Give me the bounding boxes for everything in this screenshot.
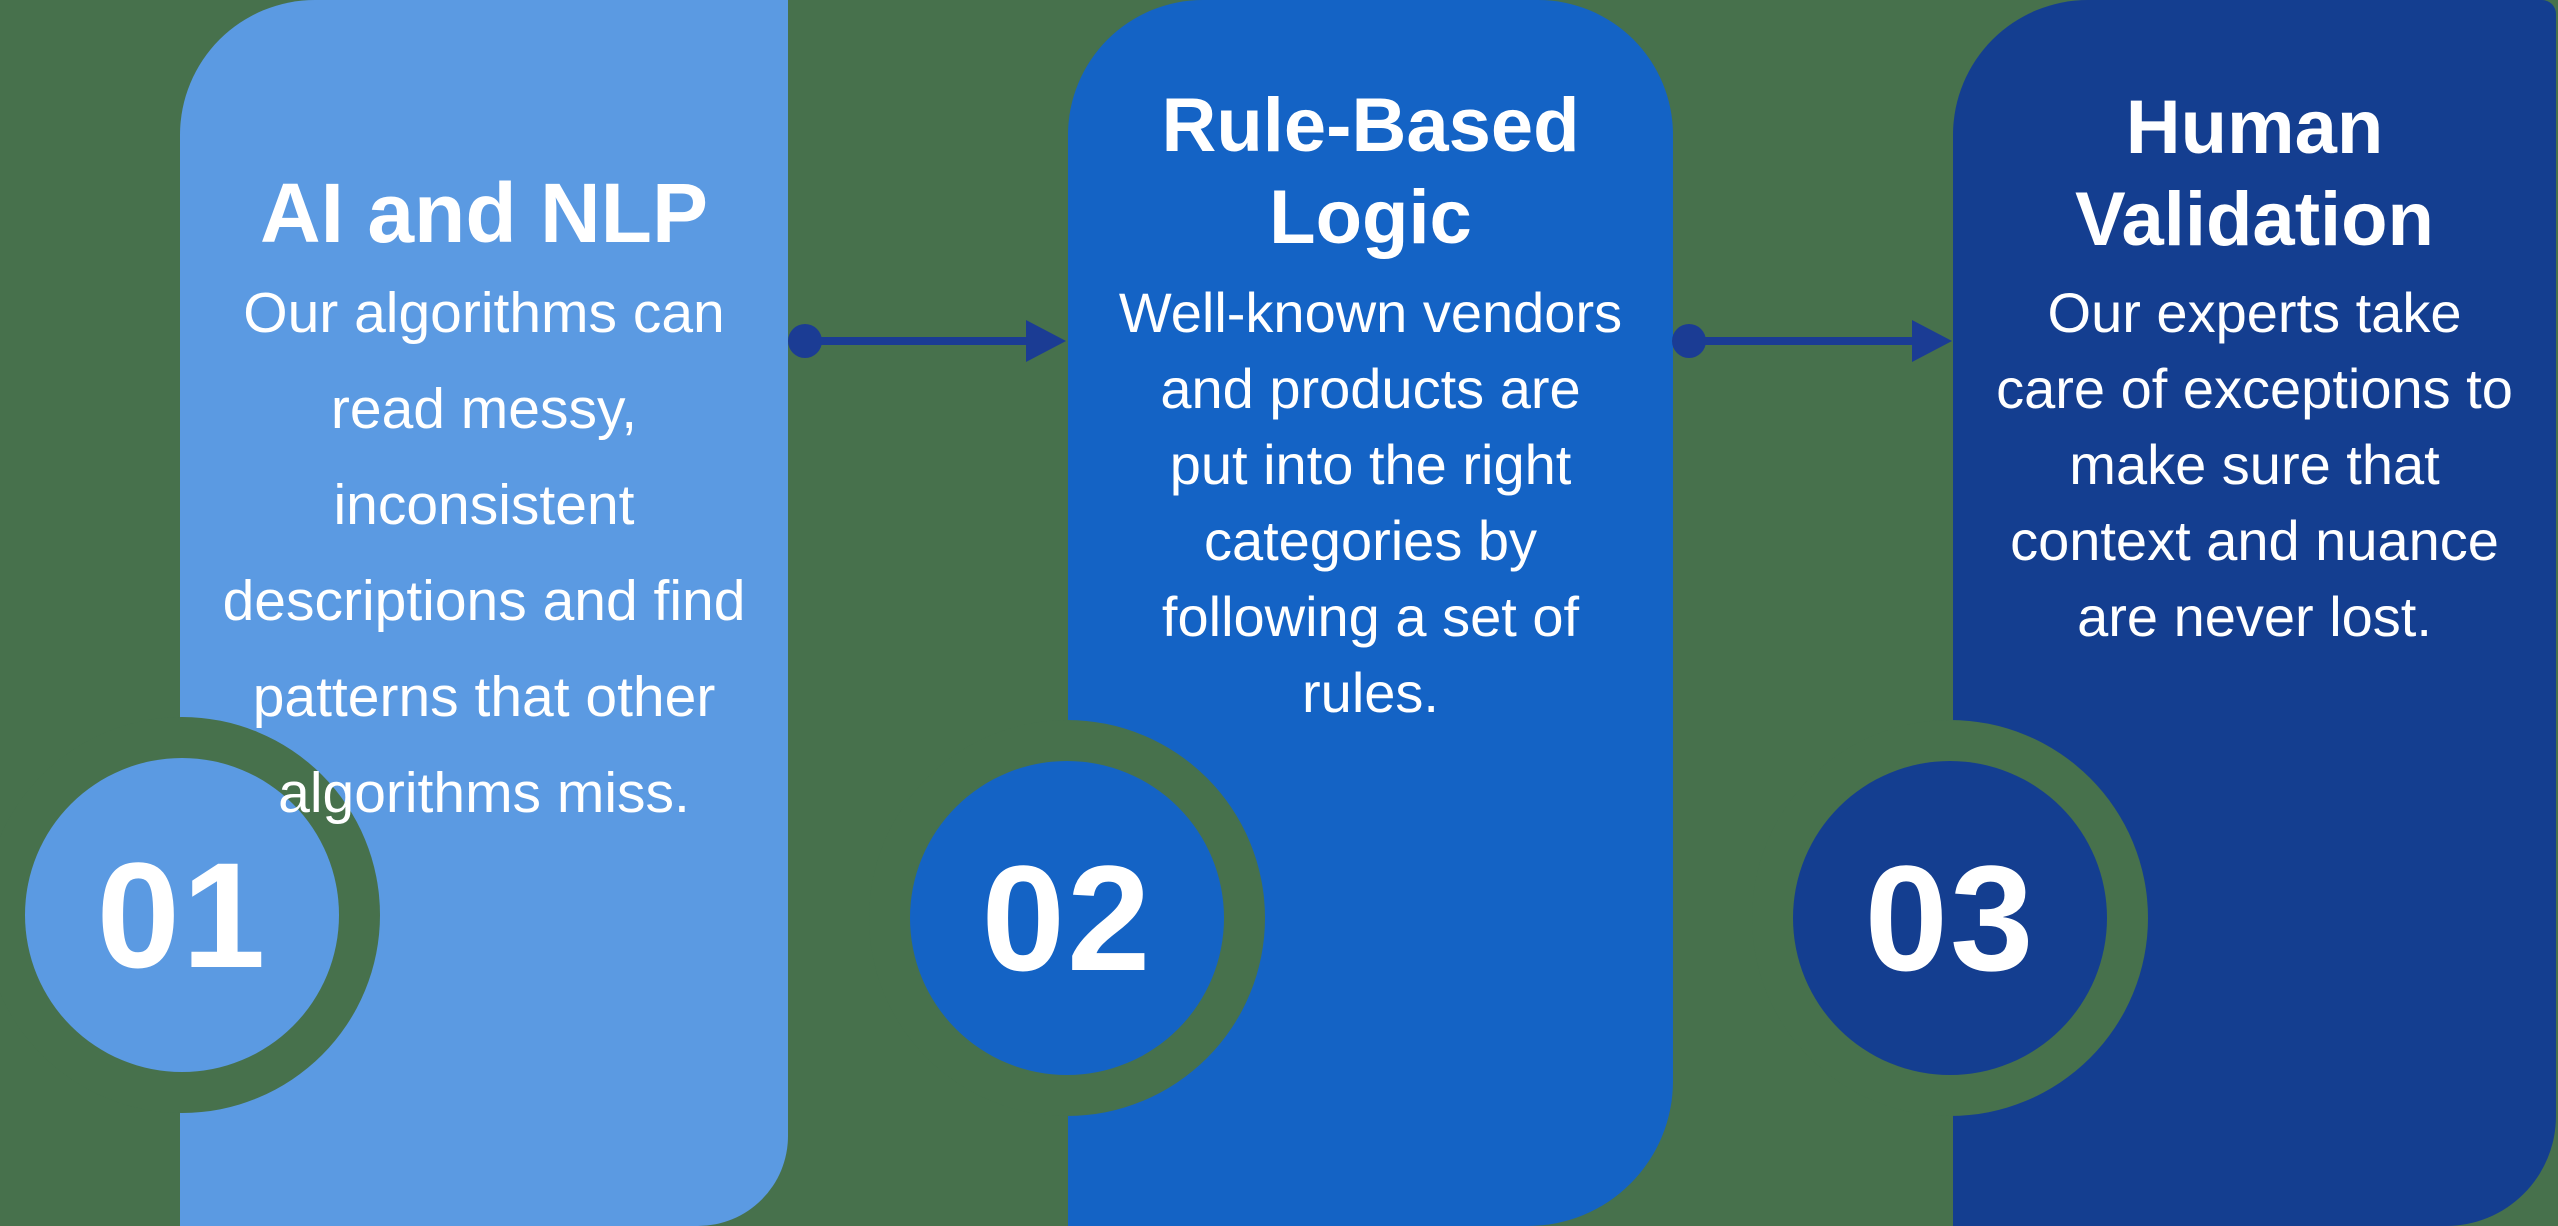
arrow-head-icon-2 <box>1912 320 1952 362</box>
arrow-line-1 <box>805 337 1030 345</box>
step-body-3: Our experts take care of exceptions to m… <box>1996 281 2513 648</box>
step-title-1: AI and NLP <box>259 166 708 260</box>
step-number-2: 02 <box>981 833 1153 1002</box>
arrow-line-2 <box>1689 337 1914 345</box>
step-number-3: 03 <box>1864 833 2036 1002</box>
step-number-badge-2: 02 <box>910 761 1224 1075</box>
step-body-1: Our algorithms can read messy, inconsist… <box>222 281 746 825</box>
arrow-head-icon-1 <box>1026 320 1066 362</box>
step-title-2: Rule-Based Logic <box>1161 83 1580 260</box>
step-number-badge-1: 01 <box>25 758 339 1072</box>
step-title-3: Human Validation <box>2075 85 2434 262</box>
step-body-2: Well-known vendors and products are put … <box>1118 281 1623 724</box>
step-number-1: 01 <box>96 830 268 999</box>
step-number-badge-3: 03 <box>1793 761 2107 1075</box>
